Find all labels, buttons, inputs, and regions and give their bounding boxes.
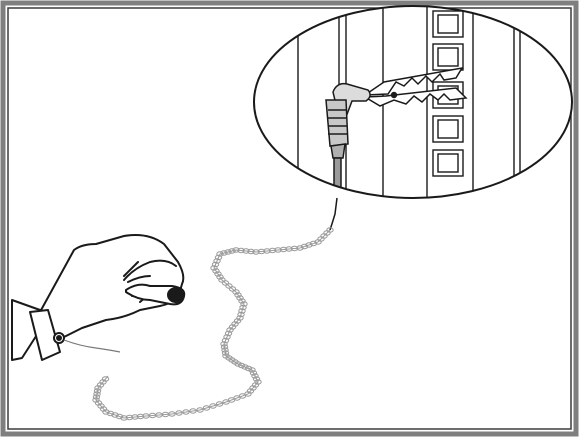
coil-loop [142, 413, 150, 419]
coil-loop [247, 248, 255, 255]
coil-loop [279, 246, 288, 253]
coil-loop [296, 245, 304, 251]
coil-loop [212, 268, 220, 274]
grounding-plug [325, 82, 371, 198]
coil-loop [213, 258, 221, 264]
coil-loop [221, 337, 230, 344]
coil-loop [111, 412, 119, 418]
coil-loop [220, 341, 228, 347]
cord-wrist-segment [63, 339, 121, 353]
coil-loop [210, 265, 218, 271]
magnified-inset [254, 6, 572, 198]
coil-loop [209, 403, 217, 409]
coil-loop [202, 405, 211, 411]
coil-loop [268, 247, 277, 254]
coil-loop [224, 330, 233, 337]
coil-loop [232, 247, 240, 253]
coil-loop [263, 248, 271, 254]
coil-loop [189, 408, 197, 414]
coil-loop [224, 249, 232, 255]
coil-loop [93, 388, 102, 394]
coil-loop [120, 415, 128, 421]
coil-loop [216, 274, 224, 280]
coil-loop [223, 334, 231, 340]
coil-loop [252, 376, 261, 382]
coil-loop [285, 246, 293, 252]
coil-loop [214, 254, 223, 261]
coil-loop [300, 243, 309, 250]
coil-loop [220, 344, 229, 350]
coil-loop [92, 394, 101, 400]
coiled-cord [92, 227, 334, 421]
coil-loop [101, 376, 110, 382]
coil-loop [237, 247, 245, 254]
coil-loop [252, 249, 260, 255]
coil-guide [95, 229, 331, 419]
coil-loop [238, 308, 246, 314]
coil-loop [240, 301, 248, 307]
coil-loop [216, 251, 224, 257]
inset-oval-border [253, 5, 573, 199]
coil-loop [125, 414, 134, 421]
coil-loop [136, 413, 145, 420]
alligator-clip [362, 66, 468, 107]
coil-loop [220, 250, 228, 256]
frame-inner-border [7, 7, 572, 430]
cord-straight-segment [329, 197, 338, 231]
coil-loop [222, 399, 230, 405]
coil-loop [196, 407, 204, 413]
coil-loop [214, 271, 222, 277]
coil-loop [309, 240, 318, 247]
coil-loop [234, 292, 242, 298]
coil-loop [215, 401, 224, 407]
coil-loop [248, 367, 256, 373]
coil-loop [274, 247, 282, 253]
coil-loop [305, 242, 313, 248]
coil-loop [238, 298, 246, 304]
coil-loop [221, 350, 230, 356]
hand-with-wrist-strap [11, 234, 186, 361]
coil-loop [221, 347, 229, 353]
coil-loop [239, 304, 247, 311]
coil-loop [228, 248, 236, 254]
coil-loop [249, 370, 258, 376]
coil-loop [182, 409, 190, 415]
coil-loop [115, 413, 124, 420]
coil-loop [236, 295, 244, 301]
coil-loop [251, 373, 259, 379]
coil-loop [211, 261, 220, 268]
coil-loop [242, 248, 250, 254]
coil-loop [92, 397, 100, 403]
coil-loop [93, 391, 101, 397]
coil-loop [106, 410, 115, 417]
coil-loop [257, 248, 266, 255]
coil-loop [237, 311, 245, 318]
coil-loop [314, 239, 322, 245]
coil-loop [290, 245, 299, 252]
coil-loop [131, 414, 139, 420]
coil-loop [232, 289, 240, 295]
coil-loop [175, 410, 183, 416]
coil-loop [226, 327, 234, 333]
